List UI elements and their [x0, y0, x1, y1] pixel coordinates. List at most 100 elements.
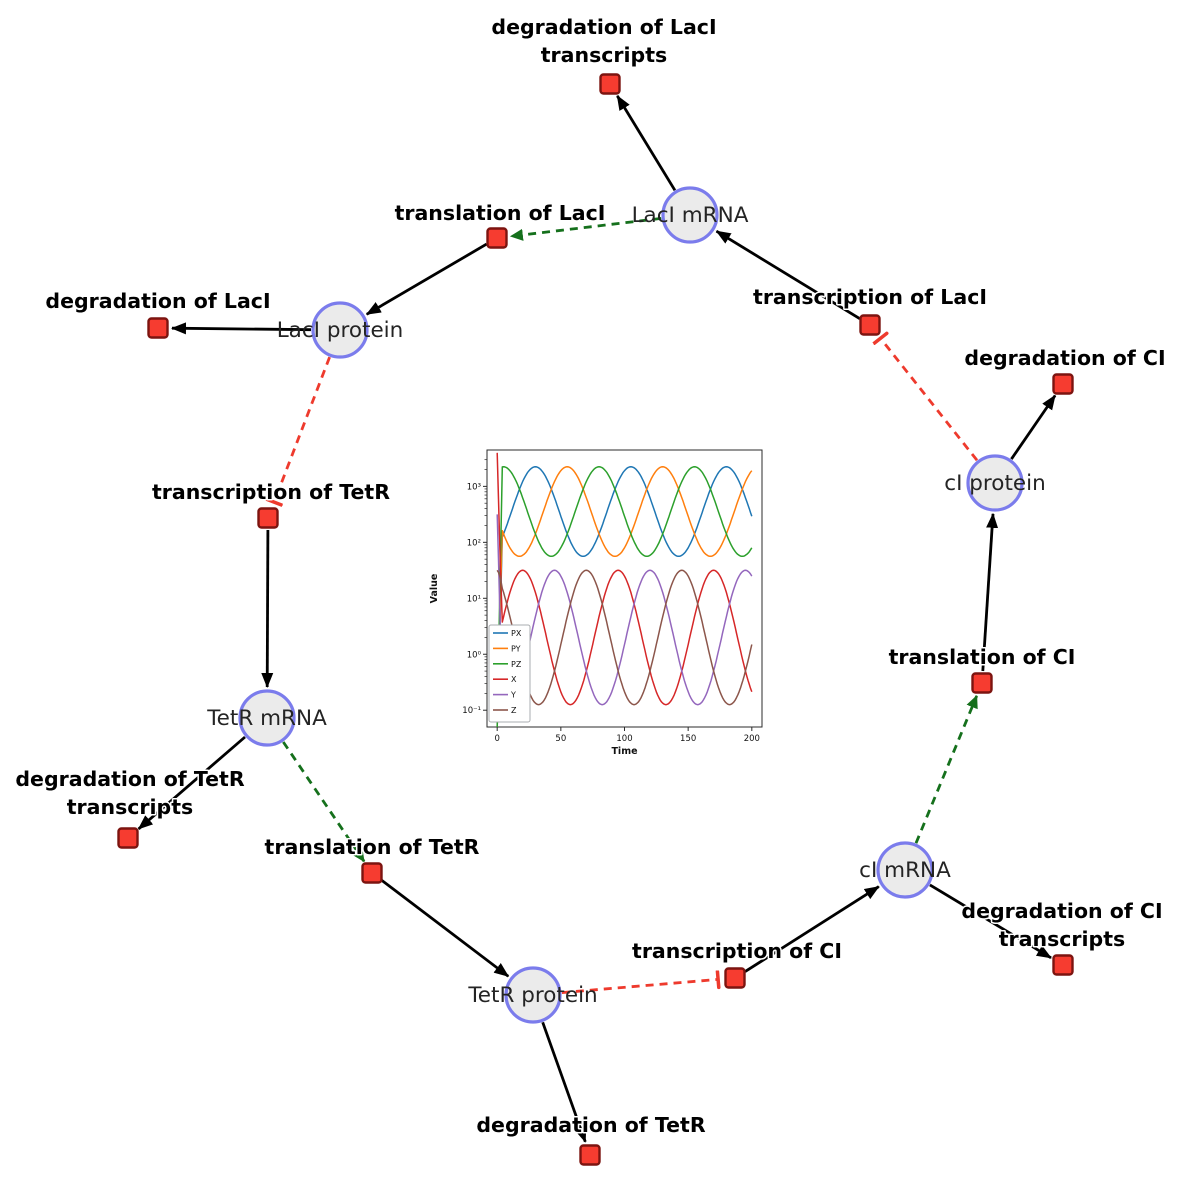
edge-production-transcription-ci-to-ci-mrna	[744, 885, 880, 973]
legend-label-PY: PY	[511, 644, 521, 653]
reaction-label-deg-laci-transcripts: degradation of LacI transcripts	[491, 15, 716, 67]
y-tick-label: 10⁰	[467, 650, 482, 660]
reaction-label-deg-ci: degradation of CI	[964, 346, 1165, 370]
edge-consumption-laci-protein-to-deg-laci	[171, 322, 312, 335]
x-tick-label: 0	[494, 734, 499, 744]
legend-box	[488, 624, 531, 723]
reaction-node-transcription-laci[interactable]	[859, 314, 881, 336]
x-tick-label: 100	[616, 734, 632, 744]
reaction-label-deg-tetr-transcripts: degradation of TetR transcripts	[15, 767, 244, 819]
species-node-laci-mrna[interactable]	[661, 186, 719, 244]
reaction-label-line: transcripts	[67, 795, 194, 819]
edge-production-transcription-laci-to-laci-mrna	[715, 230, 861, 320]
reaction-label-line: degradation of CI	[964, 346, 1165, 370]
reaction-node-translation-ci[interactable]	[971, 672, 993, 694]
reaction-node-transcription-ci[interactable]	[724, 967, 746, 989]
species-label-ci-protein: cI protein	[944, 471, 1045, 496]
y-tick-label: 10²	[467, 538, 481, 548]
reaction-label-translation-tetr: translation of TetR	[265, 835, 480, 859]
edge-consumption-tetr-mrna-to-deg-tetr-transcripts	[137, 735, 246, 830]
reaction-label-line: translation of CI	[889, 645, 1076, 669]
species-node-laci-protein[interactable]	[311, 301, 369, 359]
reaction-node-translation-laci[interactable]	[486, 227, 508, 249]
species-node-ci-mrna[interactable]	[876, 841, 934, 899]
edge-consumption-tetr-protein-to-deg-tetr	[541, 1021, 587, 1143]
reaction-label-deg-tetr: degradation of TetR	[476, 1113, 705, 1137]
reaction-label-line: transcripts	[999, 927, 1126, 951]
edge-consumption-ci-protein-to-deg-ci	[1010, 394, 1057, 460]
chart-series-X	[496, 452, 753, 706]
reaction-node-deg-tetr[interactable]	[579, 1144, 601, 1166]
y-tick-label: 10⁻¹	[462, 706, 481, 716]
chart-series-PY	[496, 466, 753, 728]
reaction-label-line: transcription of TetR	[152, 480, 390, 504]
x-tick-label: 50	[555, 734, 566, 744]
edge-inhibition-tetr-protein-to-transcription-ci	[561, 979, 718, 994]
edge-production-transcription-tetr-to-tetr-mrna	[261, 529, 274, 688]
species-label-laci-protein: LacI protein	[277, 318, 404, 343]
edge-production-translation-ci-to-ci-protein	[981, 512, 999, 672]
edge-modifier-ci-mrna-to-translation-ci	[914, 694, 978, 844]
x-tick-label: 150	[680, 734, 696, 744]
y-tick-label: 10¹	[467, 594, 481, 604]
reaction-label-translation-ci: translation of CI	[889, 645, 1076, 669]
edge-inhibition-laci-protein-to-transcription-tetr	[274, 356, 331, 502]
chart-series-PX	[496, 466, 753, 728]
edge-modifier-laci-mrna-to-translation-laci	[509, 217, 662, 241]
reaction-label-line: translation of LacI	[395, 201, 606, 225]
edge-inhibition-ci-protein-to-transcription-laci	[881, 338, 979, 462]
reaction-node-deg-laci-transcripts[interactable]	[599, 73, 621, 95]
edge-layer	[137, 95, 1057, 1143]
chart-series-PZ	[496, 466, 753, 728]
reaction-label-line: degradation of LacI	[45, 289, 270, 313]
species-label-ci-mrna: cI mRNA	[859, 858, 951, 883]
reaction-node-deg-ci-transcripts[interactable]	[1052, 954, 1074, 976]
reaction-label-line: degradation of LacI	[491, 15, 716, 39]
legend-label-Y: Y	[510, 691, 516, 700]
reaction-label-deg-ci-transcripts: degradation of CI transcripts	[961, 899, 1162, 951]
y-axis-label: Value	[429, 574, 440, 604]
legend-label-PX: PX	[511, 629, 522, 638]
reaction-node-translation-tetr[interactable]	[361, 862, 383, 884]
x-axis-label: Time	[611, 746, 637, 754]
reaction-label-line: transcription of LacI	[753, 285, 987, 309]
reaction-label-line: degradation of TetR	[15, 767, 244, 791]
reaction-label-line: transcripts	[541, 43, 668, 67]
chart-series-Z	[496, 569, 753, 706]
reaction-label-translation-laci: translation of LacI	[395, 201, 606, 225]
edge-consumption-ci-mrna-to-deg-ci-transcripts	[929, 883, 1052, 959]
species-node-tetr-protein[interactable]	[504, 966, 562, 1024]
reaction-node-transcription-tetr[interactable]	[257, 507, 279, 529]
species-node-ci-protein[interactable]	[966, 454, 1024, 512]
reaction-label-line: degradation of TetR	[476, 1113, 705, 1137]
species-label-laci-mrna: LacI mRNA	[632, 203, 749, 228]
reaction-node-deg-tetr-transcripts[interactable]	[117, 827, 139, 849]
reaction-label-transcription-tetr: transcription of TetR	[152, 480, 390, 504]
edge-production-translation-laci-to-laci-protein	[365, 242, 488, 316]
legend-label-PZ: PZ	[511, 660, 522, 669]
edge-modifier-tetr-mrna-to-translation-tetr	[282, 741, 366, 863]
edge-consumption-laci-mrna-to-deg-laci-transcripts	[616, 95, 677, 192]
chart-series-Y	[496, 514, 753, 706]
species-label-tetr-mrna: TetR mRNA	[206, 706, 327, 731]
y-tick-label: 10³	[467, 482, 481, 492]
reaction-node-deg-ci[interactable]	[1052, 373, 1074, 395]
reaction-label-deg-laci: degradation of LacI	[45, 289, 270, 313]
species-node-tetr-mrna[interactable]	[238, 689, 296, 747]
node-layer	[117, 73, 1074, 1166]
reaction-label-transcription-laci: transcription of LacI	[753, 285, 987, 309]
reaction-label-line: degradation of CI	[961, 899, 1162, 923]
reaction-label-line: translation of TetR	[265, 835, 480, 859]
legend-label-X: X	[511, 675, 517, 684]
reaction-label-transcription-ci: transcription of CI	[632, 939, 842, 963]
reaction-node-deg-laci[interactable]	[147, 317, 169, 339]
reaction-label-line: transcription of CI	[632, 939, 842, 963]
edge-production-translation-tetr-to-tetr-protein	[380, 879, 510, 978]
x-tick-label: 200	[744, 734, 760, 744]
